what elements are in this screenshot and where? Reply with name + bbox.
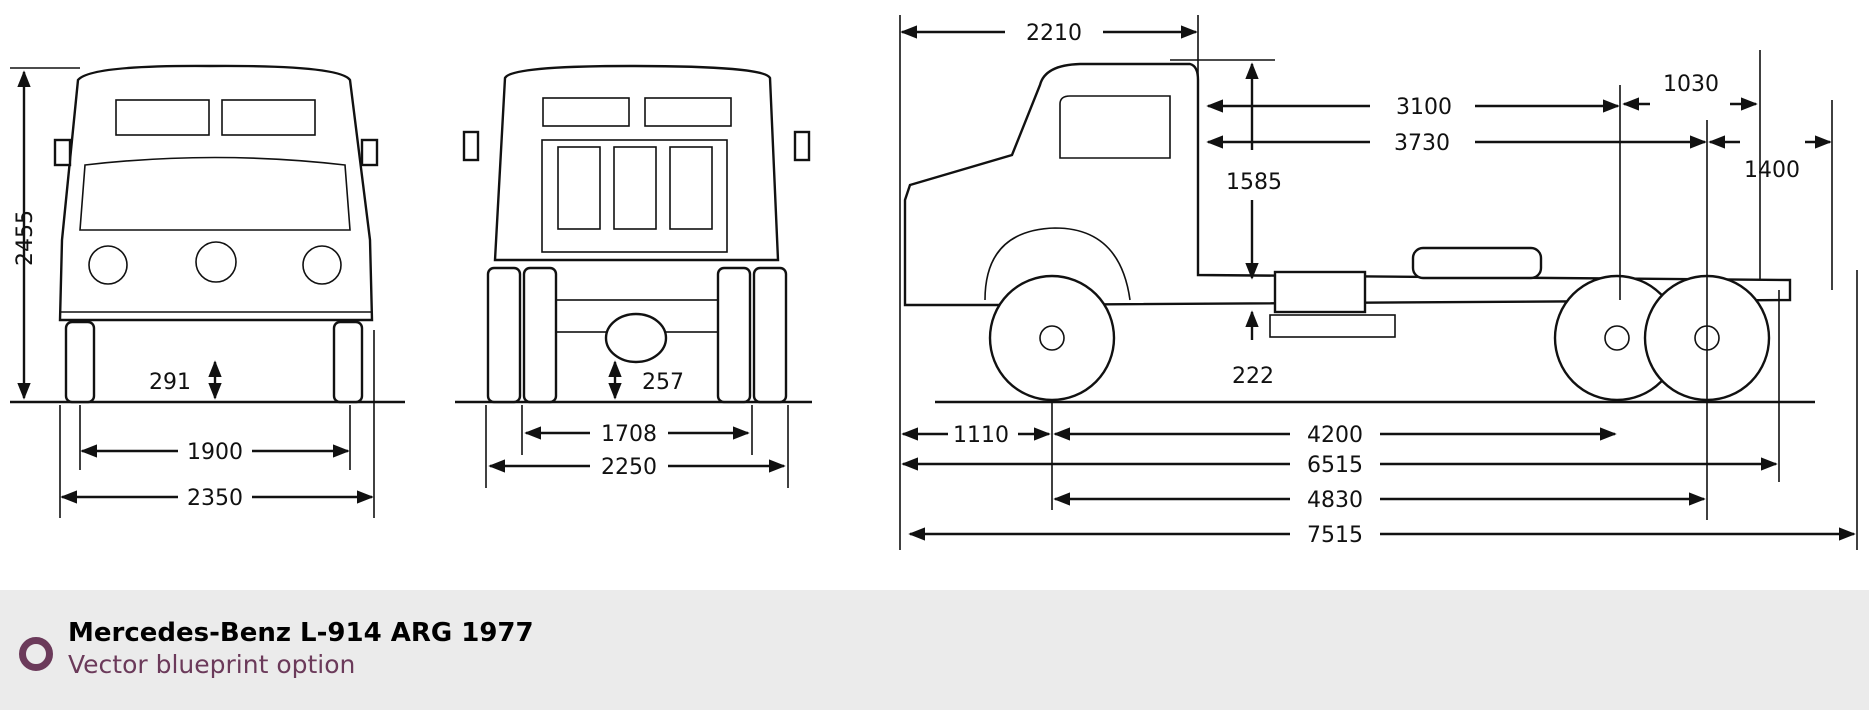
front-view: 2455 291 1900 2350	[10, 64, 405, 518]
rear-overhang-label: 1030	[1663, 72, 1719, 97]
side-view: 2210 3100 1030 3730 1400 1585 222 1110 4…	[899, 15, 1858, 550]
rear-width-label: 2250	[601, 455, 657, 480]
rear-track-label: 1708	[601, 422, 657, 447]
total-length-label: 7515	[1307, 523, 1363, 548]
frame-end-label: 1400	[1744, 158, 1800, 183]
truck-blueprint: 2455 291 1900 2350 257 1708 225	[10, 15, 1858, 550]
axle-to-frame-label: 4830	[1307, 488, 1363, 513]
cab-to-frame-label: 3730	[1394, 131, 1450, 156]
front-track-label: 1900	[187, 440, 243, 465]
frame-to-cab-top-label: 1585	[1226, 170, 1282, 195]
caption-bar	[0, 590, 1869, 710]
front-clearance-label: 291	[149, 370, 191, 395]
overall-length-label: 6515	[1307, 453, 1363, 478]
rear-view: 257 1708 2250	[455, 64, 812, 488]
front-width-label: 2350	[187, 486, 243, 511]
wheelbase-label: 4200	[1307, 423, 1363, 448]
vehicle-title: Mercedes-Benz L-914 ARG 1977	[68, 618, 534, 648]
front-height-label: 2455	[13, 210, 38, 266]
front-overhang-label: 1110	[953, 423, 1009, 448]
ring-icon	[19, 637, 53, 671]
rear-clearance-label: 257	[642, 370, 684, 395]
cab-length-label: 2210	[1026, 21, 1082, 46]
frame-height-label: 222	[1232, 364, 1274, 389]
vector-option-link[interactable]: Vector blueprint option	[68, 650, 356, 679]
cab-to-rear-axle-label: 3100	[1396, 95, 1452, 120]
